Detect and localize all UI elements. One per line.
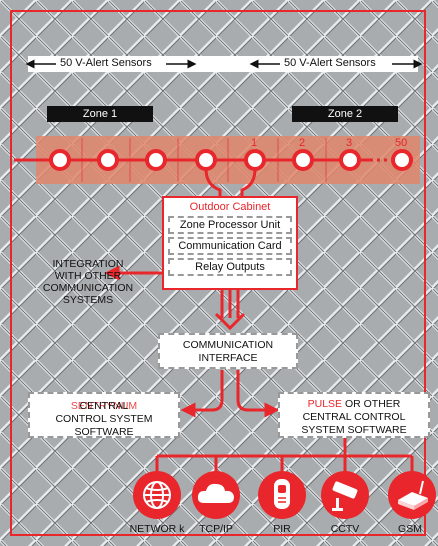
device-label-pir: PIR <box>273 523 291 535</box>
sensor-node <box>97 149 119 171</box>
sensor-node <box>244 149 266 171</box>
cabinet-to-interface-arrow <box>214 312 246 331</box>
relay-outputs: Relay Outputs <box>168 258 292 276</box>
outdoor-cabinet: Outdoor Cabinet Zone Processor Unit Comm… <box>162 196 298 290</box>
central-control-system-box: SENTRYNUM CENTRAL CONTROL SYSTEM SOFTWAR… <box>28 392 180 438</box>
device-label-network: NETWOR k <box>129 523 185 535</box>
pulse-central-control-box: PULSE OR OTHER CENTRAL CONTROL SYSTEM SO… <box>278 392 430 438</box>
sensor-node <box>49 149 71 171</box>
sensor-node <box>292 149 314 171</box>
sensor-number: 50 <box>395 137 408 149</box>
device-label-tcpip: TCP/IP <box>199 523 233 535</box>
zone-1-label: Zone 1 <box>47 106 153 122</box>
sensor-node <box>391 149 413 171</box>
sensor-number: 3 <box>346 137 353 149</box>
communication-card: Communication Card <box>168 237 292 255</box>
sensor-node <box>195 149 217 171</box>
right-sensor-count-label: 50 V-Alert Sensors <box>284 57 376 69</box>
integration-label: INTEGRATION WITH OTHER COMMUNICATION SYS… <box>42 258 134 306</box>
pulse-brand: PULSE <box>307 398 343 410</box>
zone-2-label: Zone 2 <box>292 106 398 122</box>
device-label-gsm: GSM <box>398 523 422 535</box>
to-left-central-arrow <box>180 370 224 418</box>
sensor-node <box>145 149 167 171</box>
diagram-frame <box>10 10 426 536</box>
to-right-central-arrow <box>236 370 280 418</box>
sentrynum-brand: SENTRYNUM <box>70 400 138 412</box>
sensor-number: 1 <box>251 137 258 149</box>
device-label-cctv: CCTV <box>330 523 360 535</box>
sensor-node <box>339 149 361 171</box>
sensor-count-band <box>28 56 418 72</box>
outdoor-cabinet-title: Outdoor Cabinet <box>189 201 271 213</box>
left-sensor-count-label: 50 V-Alert Sensors <box>60 57 152 69</box>
zone-processor-unit: Zone Processor Unit <box>168 216 292 234</box>
communication-interface: COMMUNICATION INTERFACE <box>158 333 298 369</box>
sensor-number: 2 <box>299 137 306 149</box>
